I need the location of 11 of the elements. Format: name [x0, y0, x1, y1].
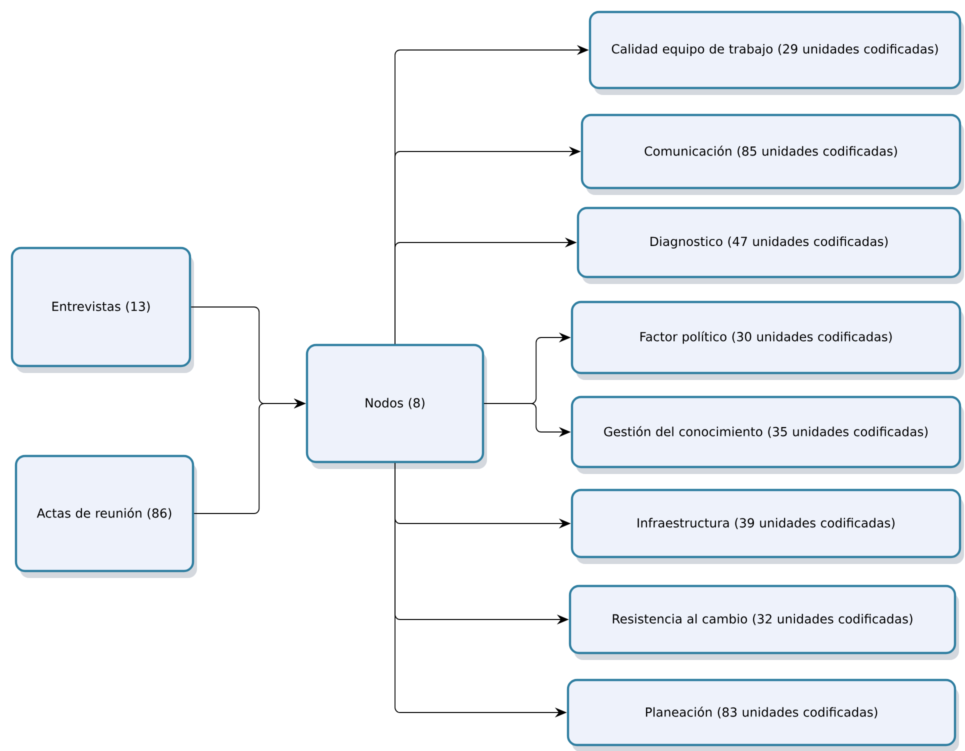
process-box: Infraestructura (39 unidades codificadas): [570, 488, 964, 564]
process-box: Planeación (83 unidades codificadas): [566, 678, 959, 751]
process-box: Entrevistas (13): [10, 246, 194, 373]
process-box: Comunicación (85 unidades codificadas): [580, 114, 964, 195]
process-box: Diagnostico (47 unidades codificadas): [576, 206, 964, 284]
process-box: Factor político (30 unidades codificadas): [570, 300, 964, 380]
process-box: Nodos (8): [306, 344, 487, 469]
process-box: Gestión del conocimiento (35 unidades codificadas): [570, 396, 964, 474]
process-box: Calidad equipo de trabajo (29 unidades codificadas): [588, 10, 964, 95]
process-box: Resistencia al cambio (32 unidades codificadas): [568, 584, 959, 660]
process-box: Actas de reunión (86): [14, 454, 197, 578]
